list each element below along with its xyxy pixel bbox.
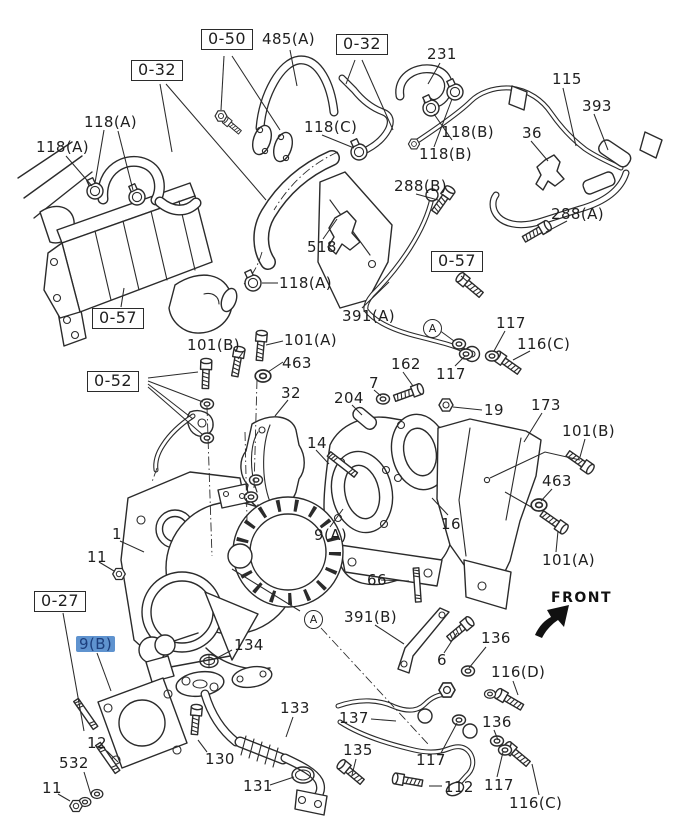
part-label-116C[interactable]: 116(C)	[517, 335, 571, 353]
turbocharger-drawing	[120, 471, 344, 689]
part-label-101B[interactable]: 101(B)	[187, 336, 241, 354]
part-label-101A[interactable]: 101(A)	[284, 331, 337, 349]
part-label-463[interactable]: 463	[282, 354, 312, 372]
part-label-7[interactable]: 7	[369, 374, 379, 392]
bracket-391b	[397, 607, 450, 674]
part-label-162[interactable]: 162	[391, 355, 421, 373]
section-ref-0-57[interactable]: 0-57	[92, 308, 144, 329]
part-label-393[interactable]: 393	[582, 97, 612, 115]
view-marker-A-1: A	[423, 319, 442, 338]
fasteners	[69, 78, 597, 813]
part-label-118A[interactable]: 118(A)	[279, 274, 332, 292]
part-label-118B[interactable]: 118(B)	[441, 123, 495, 141]
pipe-391a-group	[317, 138, 481, 363]
heat-shield-173	[436, 418, 542, 610]
part-label-391B[interactable]: 391(B)	[344, 608, 398, 626]
part-label-288A[interactable]: 288(A)	[551, 205, 604, 223]
front-label: FRONT	[551, 590, 613, 606]
water-fitting-0-52	[151, 357, 215, 483]
part-label-11[interactable]: 11	[87, 548, 107, 566]
leader-lines	[57, 49, 609, 802]
part-label-231[interactable]: 231	[427, 45, 457, 63]
part-label-130[interactable]: 130	[205, 750, 235, 768]
front-arrow-icon	[535, 605, 569, 638]
part-label-112[interactable]: 112	[444, 778, 474, 796]
part-label-115[interactable]: 115	[552, 70, 582, 88]
section-ref-0-32[interactable]: 0-32	[336, 34, 388, 55]
part-label-133[interactable]: 133	[280, 699, 310, 717]
part-label-131[interactable]: 131	[243, 777, 273, 795]
part-label-16[interactable]: 16	[441, 515, 461, 533]
part-label-136[interactable]: 136	[482, 713, 512, 731]
part-label-66[interactable]: 66	[367, 571, 387, 589]
part-label-116D[interactable]: 116(D)	[491, 663, 546, 681]
section-ref-0-27[interactable]: 0-27	[34, 591, 86, 612]
part-label-101B[interactable]: 101(B)	[562, 422, 616, 440]
part-label-485A[interactable]: 485(A)	[262, 30, 315, 48]
part-label-135[interactable]: 135	[343, 741, 373, 759]
part-label-532[interactable]: 532	[59, 754, 89, 772]
section-ref-0-52[interactable]: 0-52	[87, 371, 139, 392]
part-label-204[interactable]: 204	[334, 389, 364, 407]
gasket-9b-group	[97, 677, 188, 769]
part-label-173[interactable]: 173	[531, 396, 561, 414]
part-label-288B[interactable]: 288(B)	[394, 177, 448, 195]
part-label-14[interactable]: 14	[307, 434, 327, 452]
section-ref-0-32[interactable]: 0-32	[131, 60, 183, 81]
part-label-9B-highlighted[interactable]: 9(B)	[76, 636, 116, 652]
part-label-1[interactable]: 1	[112, 525, 122, 543]
part-label-118B[interactable]: 118(B)	[419, 145, 473, 163]
egr-cooler-drawing	[43, 155, 238, 334]
part-label-137[interactable]: 137	[339, 709, 369, 727]
part-label-117[interactable]: 117	[484, 776, 514, 794]
part-label-118A[interactable]: 118(A)	[36, 138, 89, 156]
water-pipe-137	[335, 682, 478, 797]
part-label-32[interactable]: 32	[281, 384, 301, 402]
part-label-391A[interactable]: 391(A)	[342, 307, 395, 325]
centerlines	[206, 379, 429, 745]
part-label-101A[interactable]: 101(A)	[542, 551, 595, 569]
part-label-117[interactable]: 117	[496, 314, 526, 332]
part-label-117[interactable]: 117	[416, 751, 446, 769]
part-label-19[interactable]: 19	[484, 401, 504, 419]
oil-drain-pipe-133	[175, 653, 328, 816]
section-ref-0-50[interactable]: 0-50	[201, 29, 253, 50]
part-label-518[interactable]: 518	[307, 238, 337, 256]
part-label-12[interactable]: 12	[87, 734, 107, 752]
part-label-6[interactable]: 6	[437, 651, 447, 669]
part-label-9A[interactable]: 9(A)	[314, 526, 348, 544]
part-label-463[interactable]: 463	[542, 472, 572, 490]
part-label-11[interactable]: 11	[42, 779, 62, 797]
part-label-117[interactable]: 117	[436, 365, 466, 383]
view-marker-A-2: A	[304, 610, 323, 629]
part-label-136[interactable]: 136	[481, 629, 511, 647]
pipes-top-right	[338, 64, 663, 229]
section-ref-0-57[interactable]: 0-57	[431, 251, 483, 272]
part-label-116C[interactable]: 116(C)	[509, 794, 563, 812]
part-label-118A[interactable]: 118(A)	[84, 113, 137, 131]
part-label-36[interactable]: 36	[522, 124, 542, 142]
egr-pipe-485a	[220, 55, 339, 163]
part-label-134[interactable]: 134	[234, 636, 264, 654]
part-label-118C[interactable]: 118(C)	[304, 118, 358, 136]
